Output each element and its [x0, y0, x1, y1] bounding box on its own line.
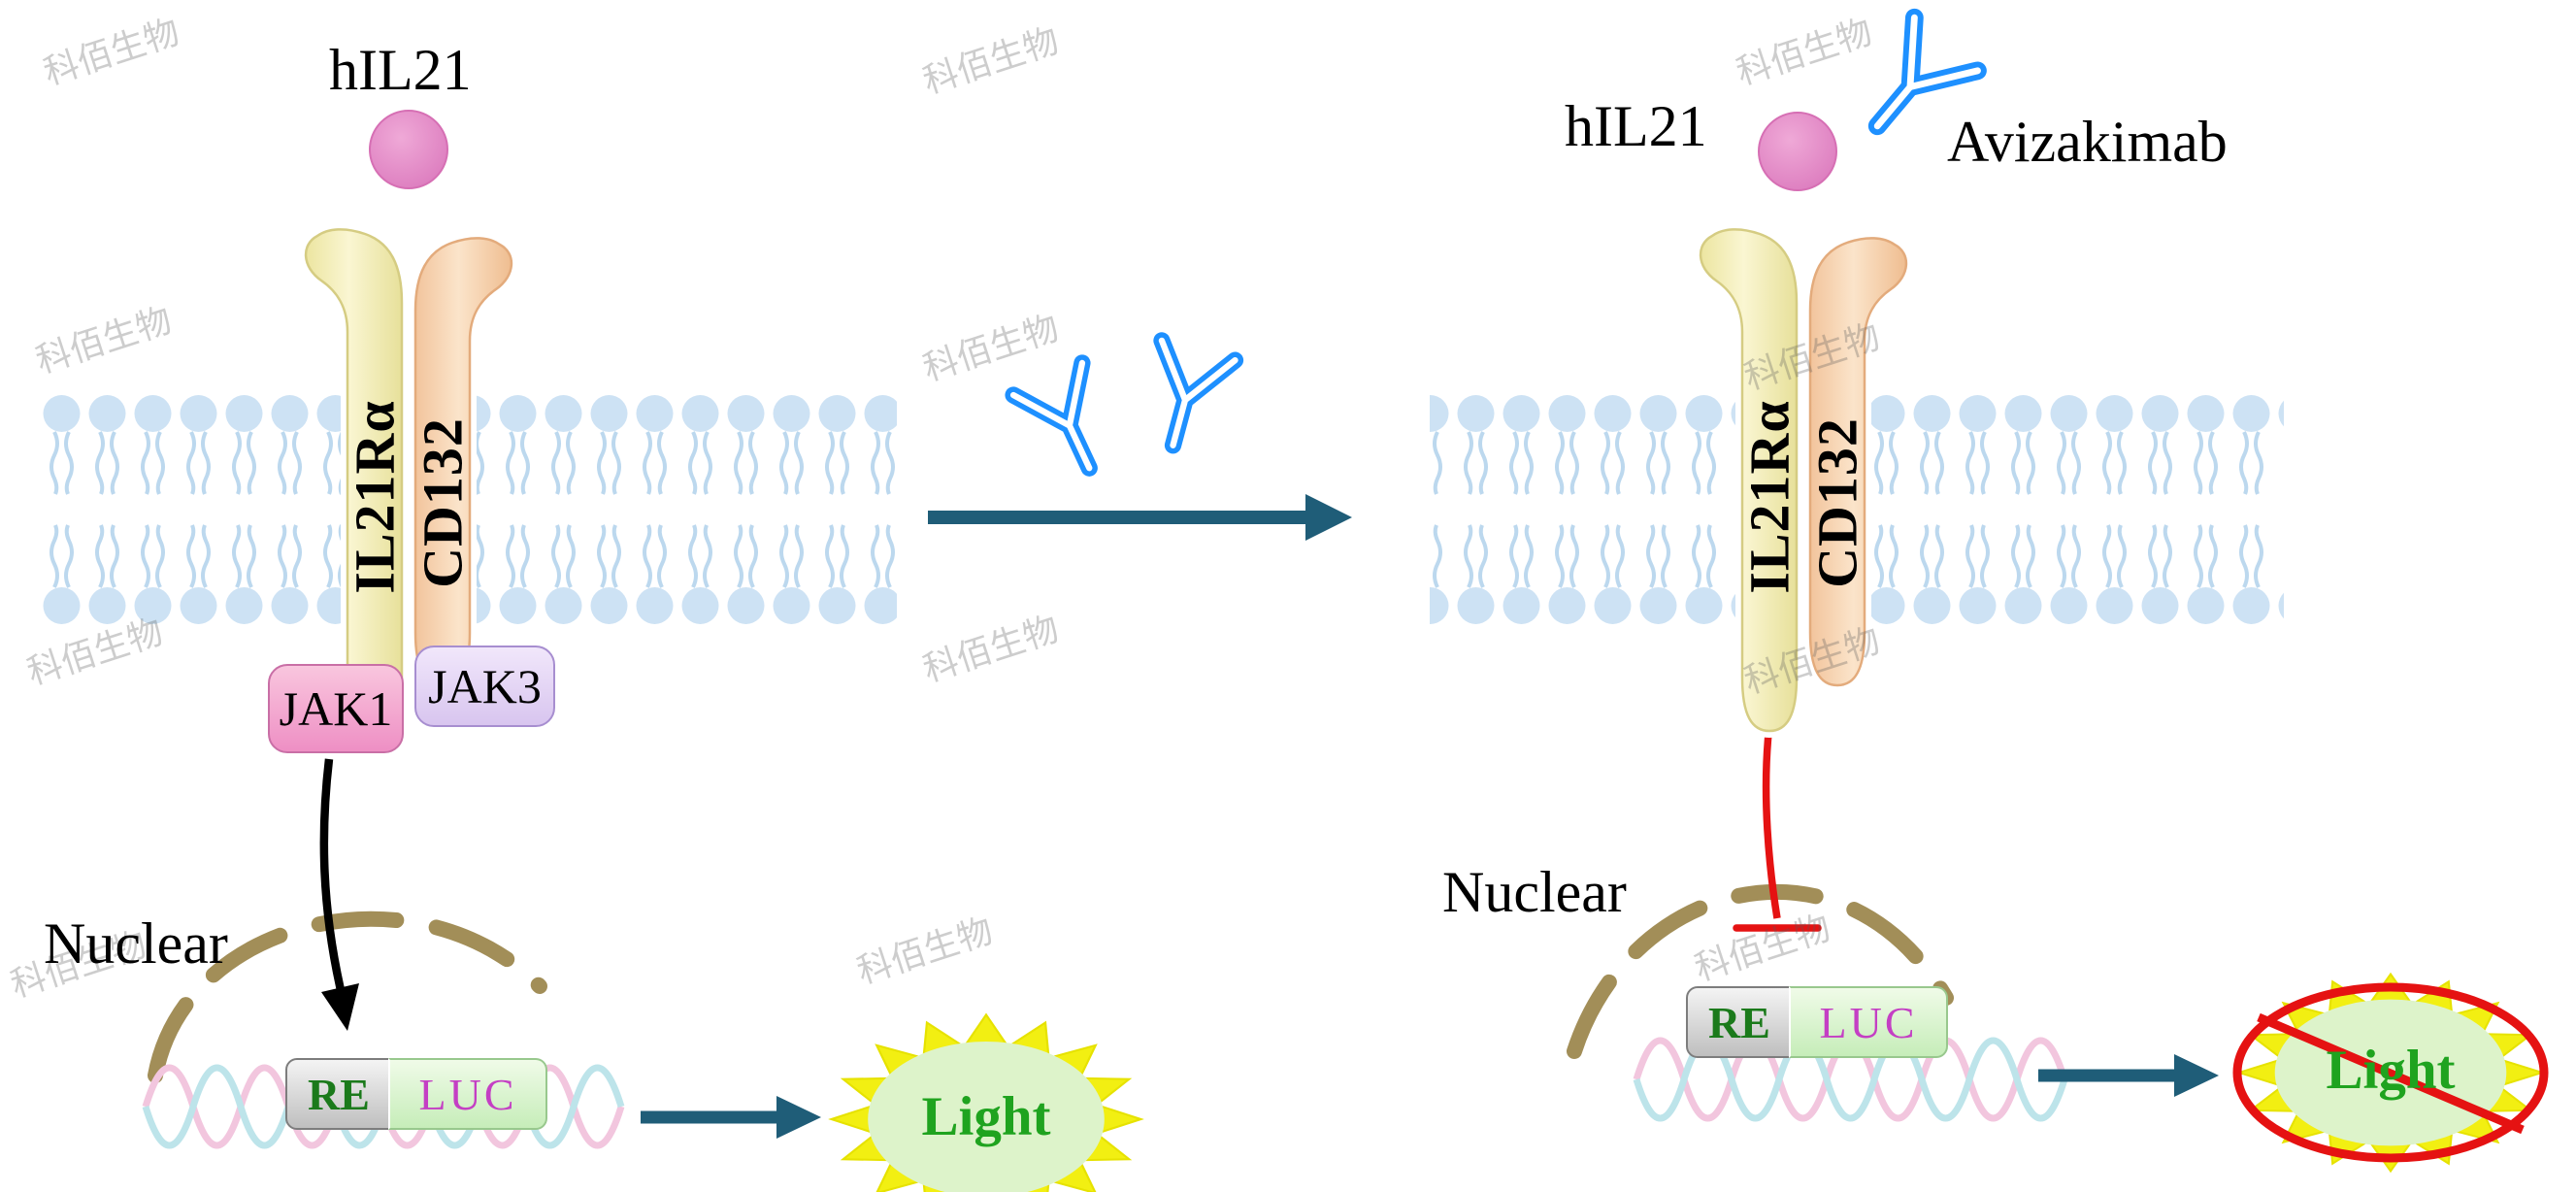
re-box-right: RE	[1686, 986, 1793, 1058]
signal-arrow	[319, 758, 359, 1031]
jak1-label: JAK1	[279, 681, 393, 736]
jak3-box: JAK3	[414, 646, 555, 727]
antibody-label: Avizakimab	[1947, 110, 2228, 174]
re-box-left: RE	[285, 1058, 392, 1130]
nucleus-label-right: Nuclear	[1442, 860, 1627, 924]
transition-arrow	[928, 494, 1352, 541]
ligand-label-right: hIL21	[1565, 94, 1707, 158]
ligand-circle-right	[1758, 112, 1837, 191]
ligand-circle-left	[369, 110, 448, 189]
nucleus-label-left: Nuclear	[44, 911, 228, 976]
light-arrow-right	[2038, 1054, 2219, 1097]
re-label-left: RE	[308, 1069, 370, 1119]
antibody-icon-middle-2	[1137, 341, 1236, 455]
receptor-alpha-label-right: IL21Rα	[1737, 400, 1801, 594]
light-label-right: Light	[2326, 1040, 2456, 1101]
nuclear-envelope-right	[1567, 883, 1954, 1059]
jak1-box: JAK1	[268, 664, 404, 753]
light-label-left: Light	[921, 1086, 1051, 1147]
luc-box-right: LUC	[1789, 986, 1948, 1058]
re-label-right: RE	[1708, 997, 1770, 1047]
receptor-alpha-label-left: IL21Rα	[343, 400, 407, 594]
nuclear-envelope-left	[148, 911, 547, 1083]
luc-box-left: LUC	[388, 1058, 547, 1130]
jak3-label: JAK3	[428, 659, 542, 713]
receptor-gamma-label-right: CD132	[1805, 417, 1869, 588]
antibody-icon-middle-1	[1013, 363, 1124, 484]
light-arrow-left	[641, 1096, 821, 1139]
prohibition-ellipse	[2232, 982, 2549, 1163]
luc-label-right: LUC	[1819, 997, 1918, 1047]
prohibition-line	[2257, 1012, 2525, 1135]
ligand-label-left: hIL21	[329, 38, 472, 102]
receptor-gamma-label-left: CD132	[411, 417, 475, 588]
inhibition-line	[1733, 733, 1822, 932]
luc-label-left: LUC	[418, 1069, 517, 1119]
